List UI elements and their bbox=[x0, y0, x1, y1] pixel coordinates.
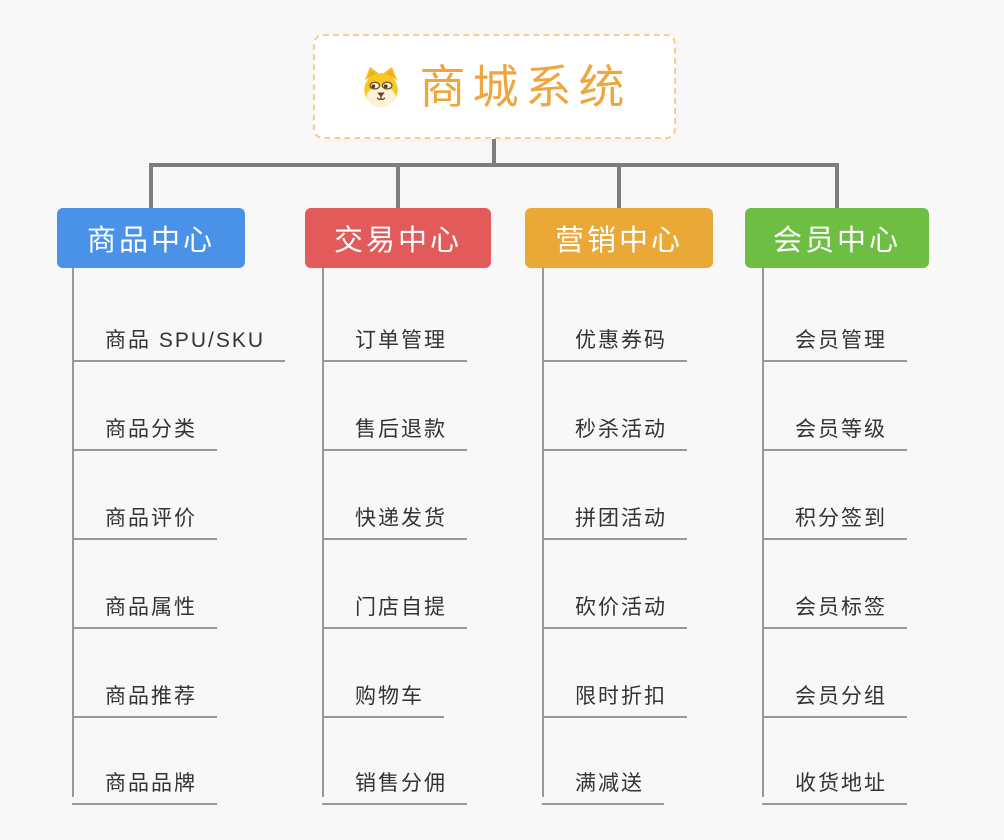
leaf-node-order-management[interactable]: 订单管理 bbox=[322, 314, 467, 362]
branch-4-trunk-line bbox=[762, 268, 764, 797]
root-node-mall-system[interactable]: 商城系统 bbox=[313, 34, 676, 139]
branch-node-trade-center[interactable]: 交易中心 bbox=[305, 208, 491, 268]
leaf-node-bargain-activity[interactable]: 砍价活动 bbox=[542, 581, 687, 629]
leaf-node-aftersale-refund[interactable]: 售后退款 bbox=[322, 403, 467, 451]
leaf-node-member-management[interactable]: 会员管理 bbox=[762, 314, 907, 362]
root-node-title: 商城系统 bbox=[419, 60, 632, 113]
leaf-node-coupon-code[interactable]: 优惠券码 bbox=[542, 314, 687, 362]
leaf-node-flash-sale[interactable]: 秒杀活动 bbox=[542, 403, 687, 451]
leaf-node-time-limited-discount[interactable]: 限时折扣 bbox=[542, 670, 687, 718]
leaf-node-product-attribute[interactable]: 商品属性 bbox=[72, 581, 217, 629]
connector-root-vertical bbox=[492, 139, 496, 165]
leaf-node-member-group[interactable]: 会员分组 bbox=[762, 670, 907, 718]
leaf-node-group-buy[interactable]: 拼团活动 bbox=[542, 492, 687, 540]
connector-drop-branch-3 bbox=[617, 163, 621, 208]
shiba-dog-icon bbox=[363, 66, 398, 107]
leaf-node-product-recommend[interactable]: 商品推荐 bbox=[72, 670, 217, 718]
branch-3-trunk-line bbox=[542, 268, 544, 797]
connector-horizontal-bar bbox=[149, 163, 839, 167]
branch-node-member-center[interactable]: 会员中心 bbox=[745, 208, 929, 268]
leaf-node-product-review[interactable]: 商品评价 bbox=[72, 492, 217, 540]
leaf-node-product-spu-sku[interactable]: 商品 SPU/SKU bbox=[72, 314, 286, 362]
leaf-node-store-pickup[interactable]: 门店自提 bbox=[322, 581, 467, 629]
leaf-node-points-checkin[interactable]: 积分签到 bbox=[762, 492, 907, 540]
leaf-node-product-category[interactable]: 商品分类 bbox=[72, 403, 217, 451]
leaf-node-product-brand[interactable]: 商品品牌 bbox=[72, 757, 217, 805]
leaf-node-express-delivery[interactable]: 快递发货 bbox=[322, 492, 467, 540]
branch-node-marketing-center[interactable]: 营销中心 bbox=[525, 208, 713, 268]
connector-drop-branch-1 bbox=[149, 163, 153, 208]
leaf-node-shopping-cart[interactable]: 购物车 bbox=[322, 670, 444, 718]
connector-drop-branch-4 bbox=[835, 163, 839, 208]
leaf-node-spend-and-save[interactable]: 满减送 bbox=[542, 757, 664, 805]
connector-drop-branch-2 bbox=[396, 163, 400, 208]
branch-2-trunk-line bbox=[322, 268, 324, 797]
leaf-node-member-level[interactable]: 会员等级 bbox=[762, 403, 907, 451]
leaf-node-shipping-address[interactable]: 收货地址 bbox=[762, 757, 907, 805]
leaf-node-sales-commission[interactable]: 销售分佣 bbox=[322, 757, 467, 805]
branch-1-trunk-line bbox=[72, 268, 74, 797]
leaf-node-member-tag[interactable]: 会员标签 bbox=[762, 581, 907, 629]
branch-node-product-center[interactable]: 商品中心 bbox=[57, 208, 245, 268]
